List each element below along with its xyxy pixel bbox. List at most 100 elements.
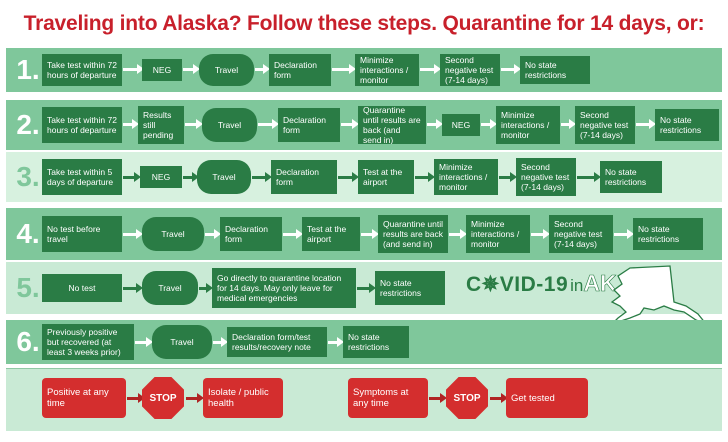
- step-row-6: 6. Previously positive but recovered (at…: [6, 320, 722, 364]
- flow-box: Declaration form: [220, 217, 282, 251]
- flow-arrow: [531, 229, 550, 239]
- flow-arrow: [123, 229, 143, 239]
- flow-box: Second negative test (7-14 days): [575, 106, 635, 144]
- flow-box: Travel: [202, 108, 257, 142]
- get-tested-box: Get tested: [506, 378, 588, 418]
- covid-wordmark: C✵VID-19: [466, 273, 569, 296]
- flow-box: NEG: [442, 114, 480, 136]
- flow-arrow: [429, 393, 447, 403]
- step-number: 3.: [16, 161, 40, 192]
- flow-box: Previously positive but recovered (at le…: [42, 324, 134, 360]
- flow-arrow: [501, 64, 521, 74]
- flow-box: Minimize interactions / monitor: [496, 106, 560, 144]
- flow-arrow: [449, 229, 467, 239]
- flow-arrow: [636, 119, 656, 129]
- flow-arrow: [427, 119, 443, 129]
- flow-arrow: [361, 229, 379, 239]
- flow-box: Declaration form: [269, 54, 331, 86]
- flow-box: Go directly to quarantine location for 1…: [212, 268, 356, 308]
- flow-box: Travel: [199, 54, 254, 86]
- flow-box: Quarantine until results are back (and s…: [378, 215, 448, 253]
- flow-arrow: [481, 119, 497, 129]
- flow-box: Second negative test (7-14 days): [516, 158, 576, 196]
- flow-box: Take test within 72 hours of departure: [42, 107, 122, 143]
- flow-box: Quarantine until results are back (and s…: [358, 106, 426, 144]
- stop-sign-icon: STOP: [446, 377, 488, 419]
- step-row-5: 5. No test Travel Go directly to quarant…: [6, 262, 722, 314]
- flow-box: Minimize interactions / monitor: [466, 215, 530, 253]
- step-number: 2.: [16, 109, 40, 140]
- flow-arrow: [499, 172, 517, 182]
- flow-box: No state restrictions: [520, 56, 590, 84]
- symptoms-condition-box: Symptoms at any time: [348, 378, 428, 418]
- flow-box: Second negative test (7-14 days): [549, 215, 613, 253]
- flow-box: Take test within 5 days of departure: [42, 159, 122, 195]
- flow-arrow: [357, 283, 376, 293]
- flow-arrow: [186, 393, 204, 403]
- flow-box: Travel: [152, 325, 212, 359]
- flow-arrow: [213, 337, 228, 347]
- step-number: 6.: [16, 326, 40, 357]
- step-row-2: 2. Take test within 72 hours of departur…: [6, 100, 722, 150]
- flow-arrow: [252, 172, 272, 182]
- flow-box: No state restrictions: [343, 326, 409, 358]
- flow-box: Travel: [142, 271, 198, 305]
- logo-ak: AK: [583, 270, 617, 297]
- flow-arrow: [127, 393, 145, 403]
- flow-arrow: [123, 172, 141, 182]
- flow-arrow: [341, 119, 359, 129]
- flow-arrow: [205, 229, 221, 239]
- flow-arrow: [123, 64, 144, 74]
- flow-box: NEG: [140, 166, 182, 188]
- step-row-4: 4. No test before travel Travel Declarat…: [6, 208, 722, 260]
- flow-arrow: [561, 119, 576, 129]
- flow-arrow: [415, 172, 435, 182]
- flow-arrow: [123, 119, 139, 129]
- flow-box: Travel: [142, 217, 204, 251]
- flow-box: Results still pending: [138, 106, 184, 144]
- flow-box: Test at the airport: [358, 160, 414, 194]
- flow-box: No state restrictions: [375, 271, 445, 305]
- flow-box: Travel: [197, 160, 251, 194]
- flow-arrow: [183, 172, 199, 182]
- flow-box: No test: [42, 274, 122, 302]
- step-row-1: 1. Take test within 72 hours of departur…: [6, 48, 722, 92]
- flow-box: No state restrictions: [633, 218, 703, 250]
- step-number: 1.: [16, 54, 40, 85]
- flow-box: No state restrictions: [655, 109, 719, 141]
- alaska-map-icon: [607, 265, 709, 329]
- flow-arrow: [332, 64, 356, 74]
- stop-sign-icon: STOP: [142, 377, 184, 419]
- positive-condition-box: Positive at any time: [42, 378, 126, 418]
- flow-arrow: [490, 393, 508, 403]
- flow-box: NEG: [142, 59, 182, 81]
- stop-row: Positive at any time STOP Isolate / publ…: [6, 368, 722, 431]
- step-number: 4.: [16, 218, 40, 249]
- flow-arrow: [283, 229, 303, 239]
- flow-box: No test before travel: [42, 216, 122, 252]
- flow-box: Declaration form/test results/recovery n…: [227, 327, 327, 357]
- flow-box: Minimize interactions / monitor: [355, 54, 419, 86]
- flow-arrow: [123, 283, 143, 293]
- page-title: Traveling into Alaska? Follow these step…: [23, 12, 705, 35]
- flow-arrow: [185, 119, 203, 129]
- flow-box: Test at the airport: [302, 217, 360, 251]
- flow-arrow: [199, 283, 213, 293]
- flow-arrow: [328, 337, 344, 347]
- flow-arrow: [135, 337, 153, 347]
- isolate-action-box: Isolate / public health: [203, 378, 283, 418]
- flow-box: No state restrictions: [600, 161, 662, 193]
- flow-box: Declaration form: [271, 160, 337, 194]
- flow-arrow: [420, 64, 441, 74]
- flow-box: Minimize interactions / monitor: [434, 159, 498, 195]
- flow-box: Second negative test (7-14 days): [440, 54, 500, 86]
- flow-arrow: [577, 172, 601, 182]
- flow-arrow: [258, 119, 279, 129]
- step-row-3: 3. Take test within 5 days of departure …: [6, 152, 722, 202]
- flow-box: Declaration form: [278, 108, 340, 142]
- flow-arrow: [255, 64, 270, 74]
- flow-arrow: [338, 172, 359, 182]
- step-number: 5.: [16, 272, 40, 303]
- logo-in: in: [570, 276, 584, 295]
